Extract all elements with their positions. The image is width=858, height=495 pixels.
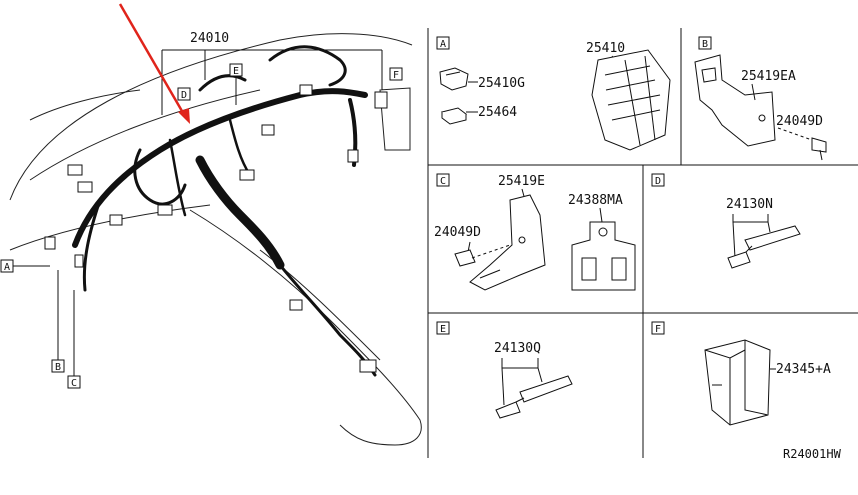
part-24130q-label: 24130Q (494, 341, 541, 356)
part-25464-drawing (440, 107, 468, 125)
connector (44, 236, 56, 250)
callout-box-f: F (389, 67, 403, 81)
part-24130n-label: 24130N (726, 197, 773, 212)
part-25419ea-label: 25419EA (741, 69, 796, 84)
connector (67, 164, 83, 176)
harness-branch-b (168, 138, 187, 217)
part-24388ma-label: 24388MA (568, 193, 623, 208)
connector (77, 181, 93, 193)
harness-main-trunk (72, 88, 368, 248)
svg-text:A: A (4, 262, 10, 273)
panel-e: E 24130Q (436, 321, 573, 419)
pointer-arrow (118, 3, 190, 124)
connector (74, 254, 84, 268)
connector (347, 149, 359, 163)
harness-connectors (44, 84, 388, 373)
part-24130q-drawing (495, 375, 573, 419)
dash-inner-curve (29, 89, 261, 181)
panel-e-letter: E (440, 324, 446, 335)
harness-upper-loop (268, 45, 347, 87)
panel-b-letter: B (702, 39, 708, 50)
part-25410g-drawing (439, 67, 469, 91)
harness-mid-loop (133, 148, 187, 206)
part-24130n-drawing (727, 225, 801, 269)
callout-box-a: A (0, 259, 50, 273)
connector (157, 204, 173, 216)
connector (289, 299, 303, 311)
dash-vent (29, 89, 141, 121)
dashboard-lower-edge (9, 204, 211, 251)
panel-c-letter: C (440, 176, 446, 187)
panel-d: D 24130N (651, 173, 801, 269)
part-24345a-drawing (704, 339, 771, 426)
part-25410-drawing (591, 49, 671, 151)
part-25410g-label: 25410G (478, 76, 525, 91)
harness-top-left (198, 74, 247, 92)
panel-a: A 25410G 25464 25410 (436, 36, 671, 151)
svg-text:C: C (71, 378, 77, 389)
diagram-code: R24001HW (783, 447, 842, 461)
connector (239, 169, 255, 181)
panel-grid (427, 28, 858, 458)
part-24049d-b-label: 24049D (776, 114, 823, 129)
connector (359, 359, 377, 373)
panel-f-letter: F (655, 324, 661, 335)
svg-text:F: F (393, 70, 399, 81)
wiring-harness (72, 45, 377, 377)
panel-b: B 25419EA 24049D (694, 36, 827, 161)
harness-part-number: 24010 (190, 31, 229, 46)
part-25419ea-drawing (694, 54, 776, 147)
connector (374, 91, 388, 109)
harness-callout: 24010 (161, 31, 383, 115)
connector (261, 124, 275, 136)
connector (299, 84, 313, 96)
dashboard-view (9, 33, 422, 446)
callout-box-d: D (177, 87, 191, 101)
bolt-drawing (811, 137, 827, 161)
dash-right-panel (379, 87, 411, 151)
panel-a-letter: A (440, 39, 446, 50)
panel-c: C 25419E 24049D 24388MA (434, 173, 636, 291)
harness-center-branch (195, 155, 285, 270)
bolt-c-drawing (454, 244, 511, 267)
part-25419e-label: 25419E (498, 174, 545, 189)
callout-box-b: B (51, 270, 65, 373)
part-25419e-drawing (469, 194, 546, 291)
part-24049d-c-label: 24049D (434, 225, 481, 240)
part-24388ma-drawing (571, 221, 636, 291)
dashboard-outline (9, 33, 413, 201)
panel-d-letter: D (655, 176, 661, 187)
connector (109, 214, 123, 226)
svg-text:D: D (181, 90, 187, 101)
harness-branch-c (228, 118, 252, 177)
svg-text:E: E (233, 66, 239, 77)
callout-box-e: E (229, 63, 243, 105)
part-25464-label: 25464 (478, 105, 517, 120)
svg-text:B: B (55, 362, 61, 373)
panel-f: F 24345+A (651, 321, 831, 426)
console-outline (189, 209, 422, 446)
harness-console-run (278, 263, 377, 377)
harness-left-drop (82, 198, 102, 292)
callout-box-c: C (67, 290, 81, 389)
part-25410-label: 25410 (586, 41, 625, 56)
part-24345a-label: 24345+A (776, 362, 831, 377)
